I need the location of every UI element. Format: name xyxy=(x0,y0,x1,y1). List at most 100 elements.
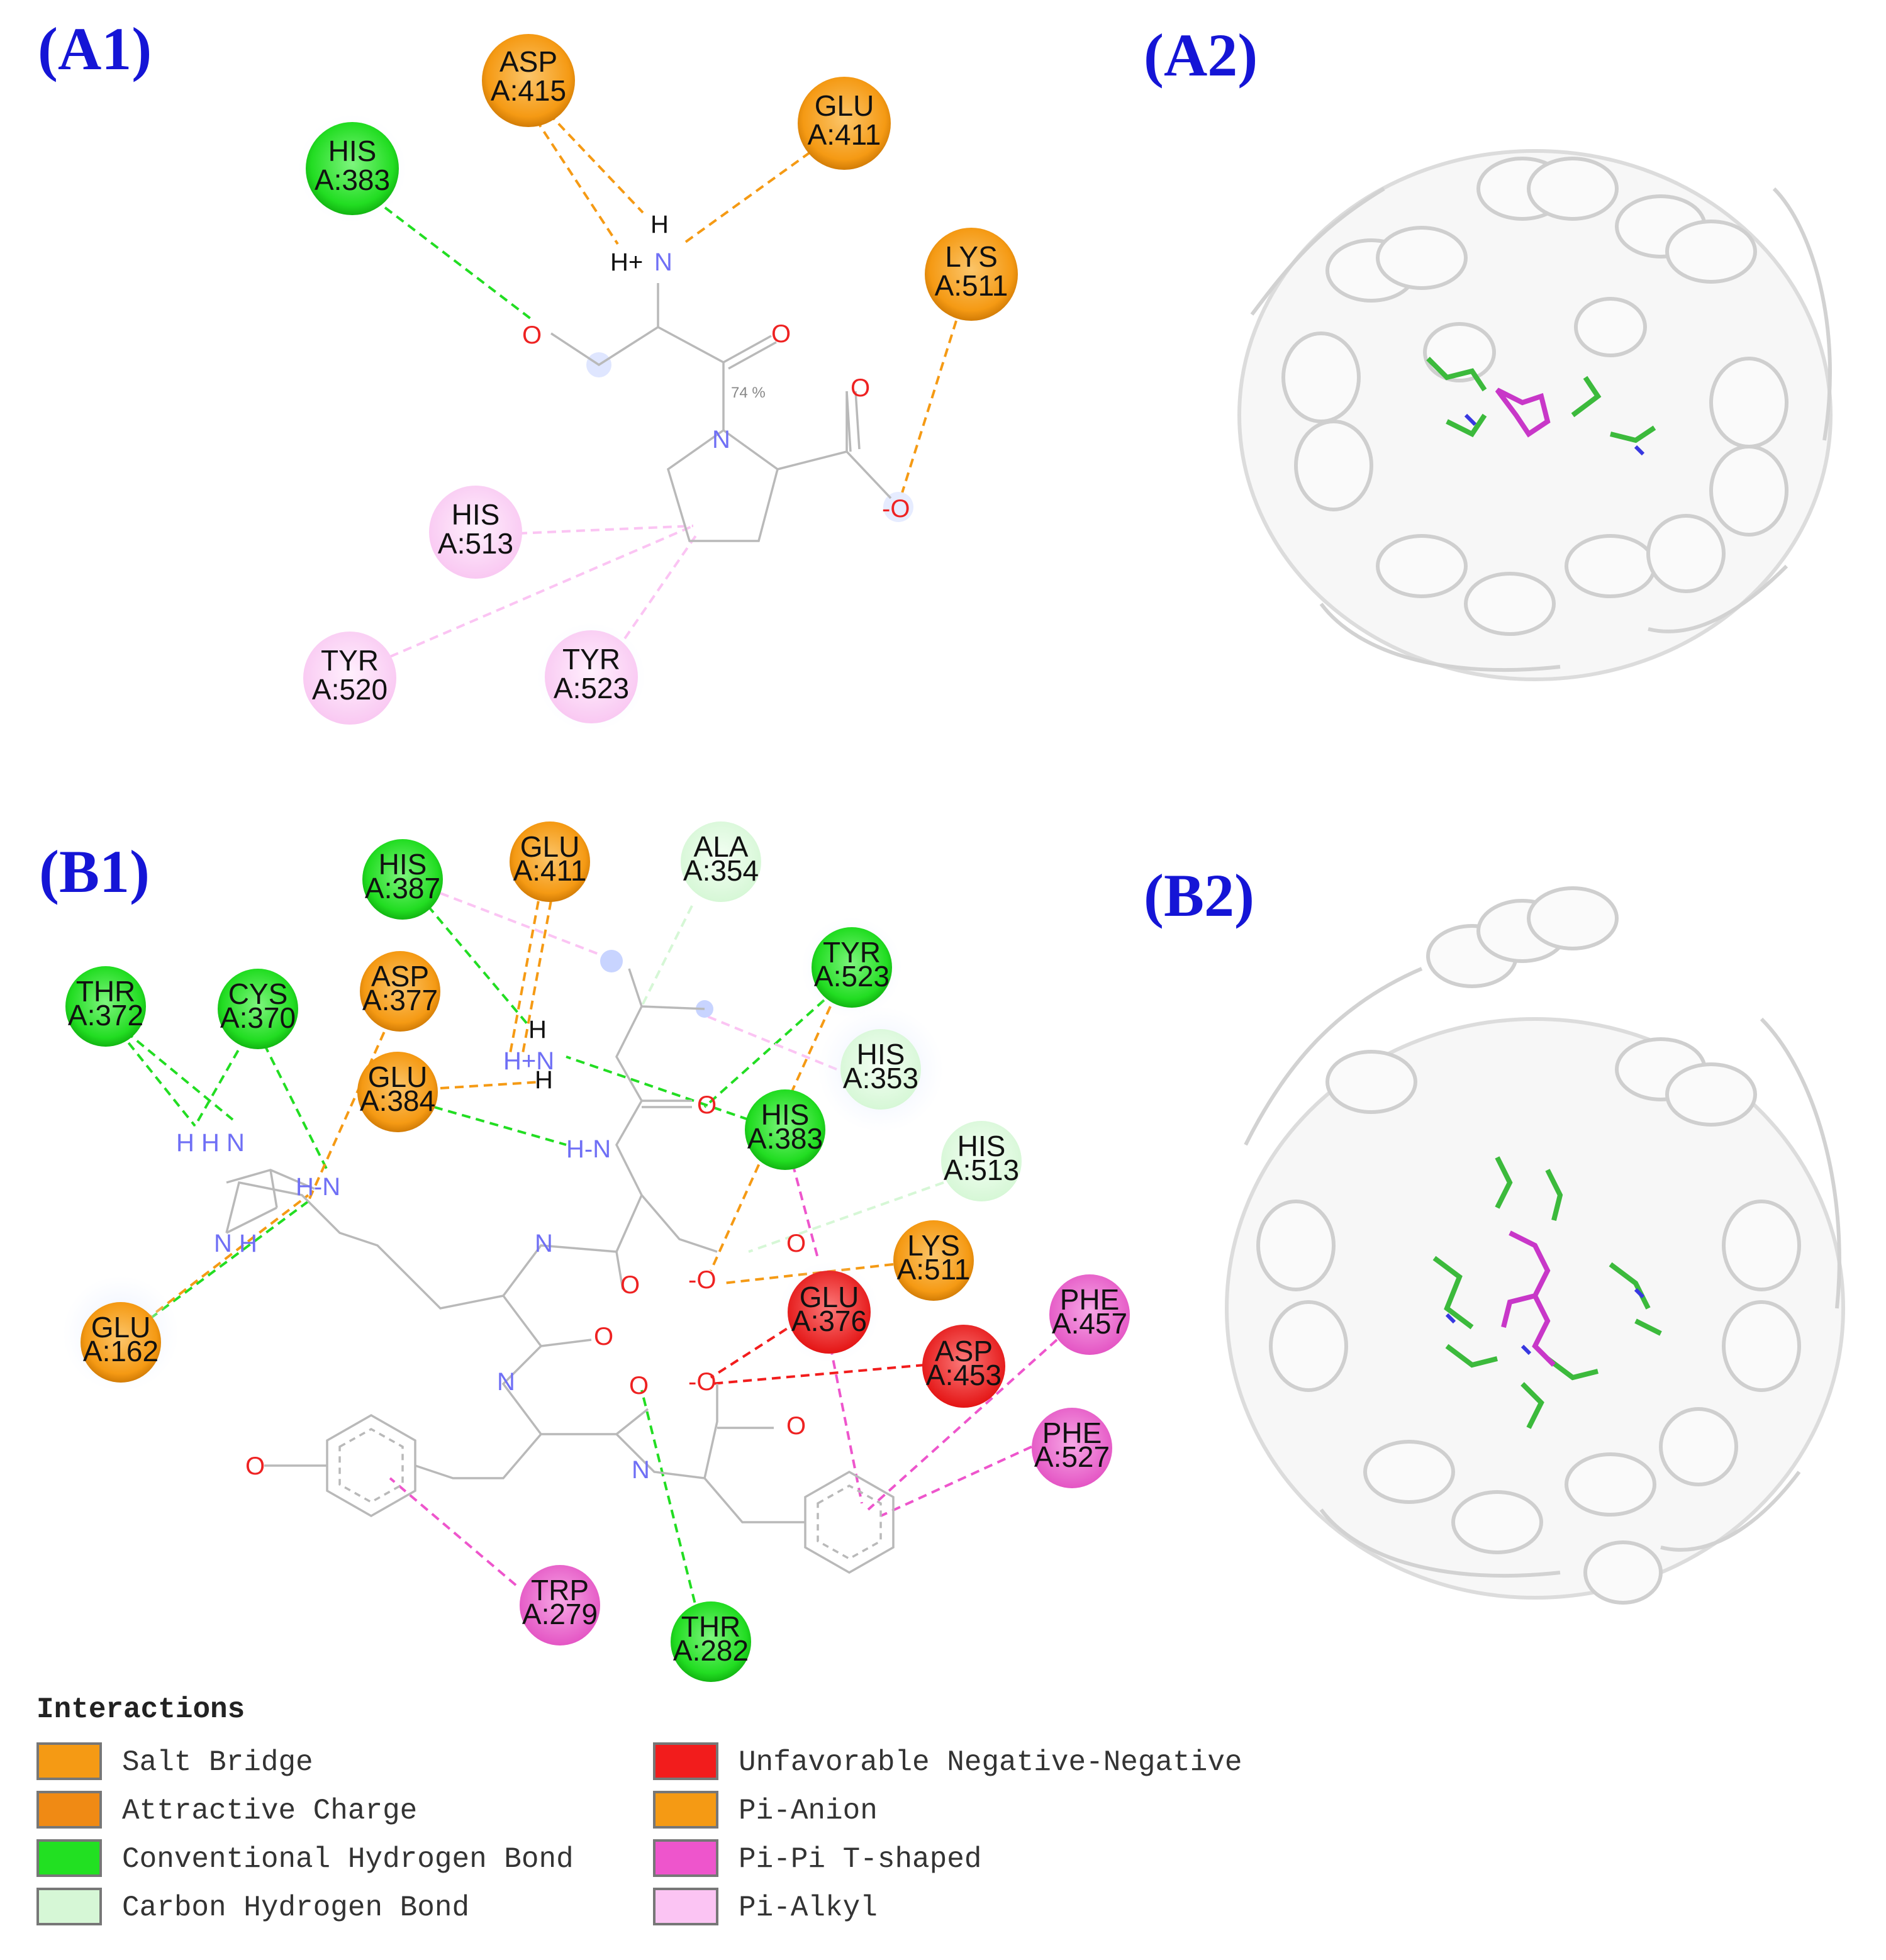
b1-tyr523-name: TYR xyxy=(823,936,881,969)
b1-trp279-number: A:279 xyxy=(522,1598,598,1630)
a1-atom-o1: O xyxy=(522,321,542,349)
b1-ligand-backbone xyxy=(225,968,805,1523)
b1-residue-ala354: ALA A:354 xyxy=(681,821,761,902)
b1-thr282-disc xyxy=(671,1601,751,1682)
panel-label-a1: (A1) xyxy=(38,15,152,82)
b1-residue-thr372: THR A:372 xyxy=(65,966,146,1047)
a1-lys511-disc xyxy=(925,228,1018,321)
b1-phe527-number: A:527 xyxy=(1034,1440,1110,1473)
panel-label-b2: (B2) xyxy=(1144,862,1254,929)
b1-residue-glu384: GLU A:384 xyxy=(357,1052,438,1132)
b1-his387-number: A:387 xyxy=(365,872,440,905)
a2-binding-residues xyxy=(1426,357,1656,456)
b1-phe527-disc xyxy=(1032,1408,1112,1488)
b1-line-asp453 xyxy=(710,1364,925,1385)
b1-residue-his353: HIS A:353 xyxy=(818,1006,944,1132)
b1-interaction-diagram: H H+N H H-N O O -O O N O N O -O O N O H … xyxy=(63,821,1130,1682)
legend-label-6: Pi-Pi T-shaped xyxy=(739,1843,981,1876)
b1-his513-name: HIS xyxy=(957,1130,1006,1162)
b2-binding-residues xyxy=(1432,1156,1662,1429)
legend-swatch-3 xyxy=(36,1888,102,1925)
b1-ring-phenol-inner xyxy=(338,1427,404,1504)
b1-ligand-double xyxy=(540,1100,774,1429)
a1-residue-his383: HIS A:383 xyxy=(298,114,406,223)
b1-atom-o3: O xyxy=(620,1271,640,1299)
a1-interaction-diagram: H H+ N O O N O -O 74 % HIS A:383 ASP A:4… xyxy=(298,34,1018,731)
b1-atom-hn: H+N xyxy=(503,1047,554,1075)
b1-thr282-number: A:282 xyxy=(673,1634,749,1667)
a1-interaction-lines xyxy=(384,112,957,658)
legend-label-4: Unfavorable Negative-Negative xyxy=(739,1746,1242,1779)
legend-swatch-0 xyxy=(36,1742,102,1780)
a1-glu411-name: GLU xyxy=(815,89,874,122)
b1-asp453-disc xyxy=(922,1325,1005,1408)
a1-atom-n: N xyxy=(654,248,672,276)
b1-atom-n2: N xyxy=(497,1368,515,1396)
a1-tyr523-name: TYR xyxy=(562,643,620,676)
b1-line-glu384-a xyxy=(440,1081,542,1089)
b1-his513-number: A:513 xyxy=(944,1154,1019,1186)
b1-atom-h1: H xyxy=(528,1016,547,1044)
b1-residue-his513: HIS A:513 xyxy=(941,1121,1022,1201)
b1-glu162-name: GLU xyxy=(91,1311,151,1344)
b1-tyr523-number: A:523 xyxy=(814,960,890,993)
a1-his513-name: HIS xyxy=(452,498,500,531)
a1-his513-disc xyxy=(429,486,522,579)
b1-residue-phe527: PHE A:527 xyxy=(1032,1408,1112,1488)
b1-residue-trp279: TRP A:279 xyxy=(520,1565,600,1645)
b1-guanidine xyxy=(226,1169,315,1234)
b1-ring-phenol xyxy=(326,1413,416,1518)
b1-line-asp377 xyxy=(307,1018,391,1202)
b1-ala354-name: ALA xyxy=(694,830,749,863)
b1-glu411-number: A:411 xyxy=(513,854,587,887)
b1-line-cys370-b xyxy=(263,1044,328,1171)
b1-atom-nh2: H-N xyxy=(296,1173,340,1201)
b1-ring-benzyl xyxy=(804,1470,895,1574)
b1-line-thr372-a xyxy=(118,1030,196,1127)
b1-atom-nh3: N H xyxy=(214,1230,257,1257)
b1-ring-benzyl-inner xyxy=(817,1484,882,1561)
b1-residue-cys370: CYS A:370 xyxy=(218,969,298,1049)
b1-residue-asp377: ASP A:377 xyxy=(360,951,440,1032)
b1-line-thr372-b xyxy=(125,1030,234,1121)
b1-atom-hnm: H-N xyxy=(566,1135,611,1163)
a1-residue-lys511: LYS A:511 xyxy=(925,228,1018,321)
b1-atom-om1: -O xyxy=(688,1266,716,1294)
b1-line-phe527 xyxy=(880,1445,1032,1517)
b1-ala354-disc xyxy=(681,821,761,902)
a1-ligand xyxy=(550,283,913,542)
b1-atom-o7: O xyxy=(245,1452,265,1480)
legend-swatch-4 xyxy=(653,1742,718,1780)
b1-cys370-disc xyxy=(218,969,298,1049)
a1-residue-tyr520: TYR A:520 xyxy=(303,632,396,725)
a1-atom-hplus: H+ xyxy=(610,248,643,276)
b1-glu384-disc xyxy=(357,1052,438,1132)
a1-tyr520-number: A:520 xyxy=(312,673,388,706)
b2-loops xyxy=(1244,967,1841,1578)
b1-tyr523-disc xyxy=(812,927,892,1008)
a1-ligand-highlight-2 xyxy=(883,492,913,522)
b1-atom-n1: N xyxy=(535,1230,553,1257)
b1-line-ala354 xyxy=(640,905,693,1007)
a1-tyr523-disc xyxy=(545,630,638,723)
b1-thr372-disc xyxy=(65,966,146,1047)
b1-ligand-atoms: H H+N H H-N O O -O O N O N O -O O N O H … xyxy=(176,1016,806,1484)
b1-atom-o6: O xyxy=(786,1412,806,1440)
b1-glu376-name: GLU xyxy=(800,1281,859,1313)
b1-ligand xyxy=(225,950,895,1574)
a1-line-glu411 xyxy=(683,151,812,244)
b1-phe457-name: PHE xyxy=(1060,1283,1120,1316)
a1-ligand-double-bonds xyxy=(723,335,861,452)
b1-glu376-number: A:376 xyxy=(791,1305,867,1337)
b1-asp377-number: A:377 xyxy=(362,984,438,1016)
a1-residue-glu411: GLU A:411 xyxy=(798,77,891,170)
a1-ligand-bonds xyxy=(550,283,892,542)
a1-ligand-atoms: H H+ N O O N O -O 74 % xyxy=(522,211,910,523)
b1-his387-disc xyxy=(362,839,443,920)
b1-his353-disc xyxy=(840,1029,921,1110)
legend-swatch-6 xyxy=(653,1839,718,1877)
legend-label-3: Carbon Hydrogen Bond xyxy=(122,1891,469,1924)
b1-glu411-name: GLU xyxy=(520,830,580,863)
b1-residue-glu411: GLU A:411 xyxy=(510,821,590,902)
